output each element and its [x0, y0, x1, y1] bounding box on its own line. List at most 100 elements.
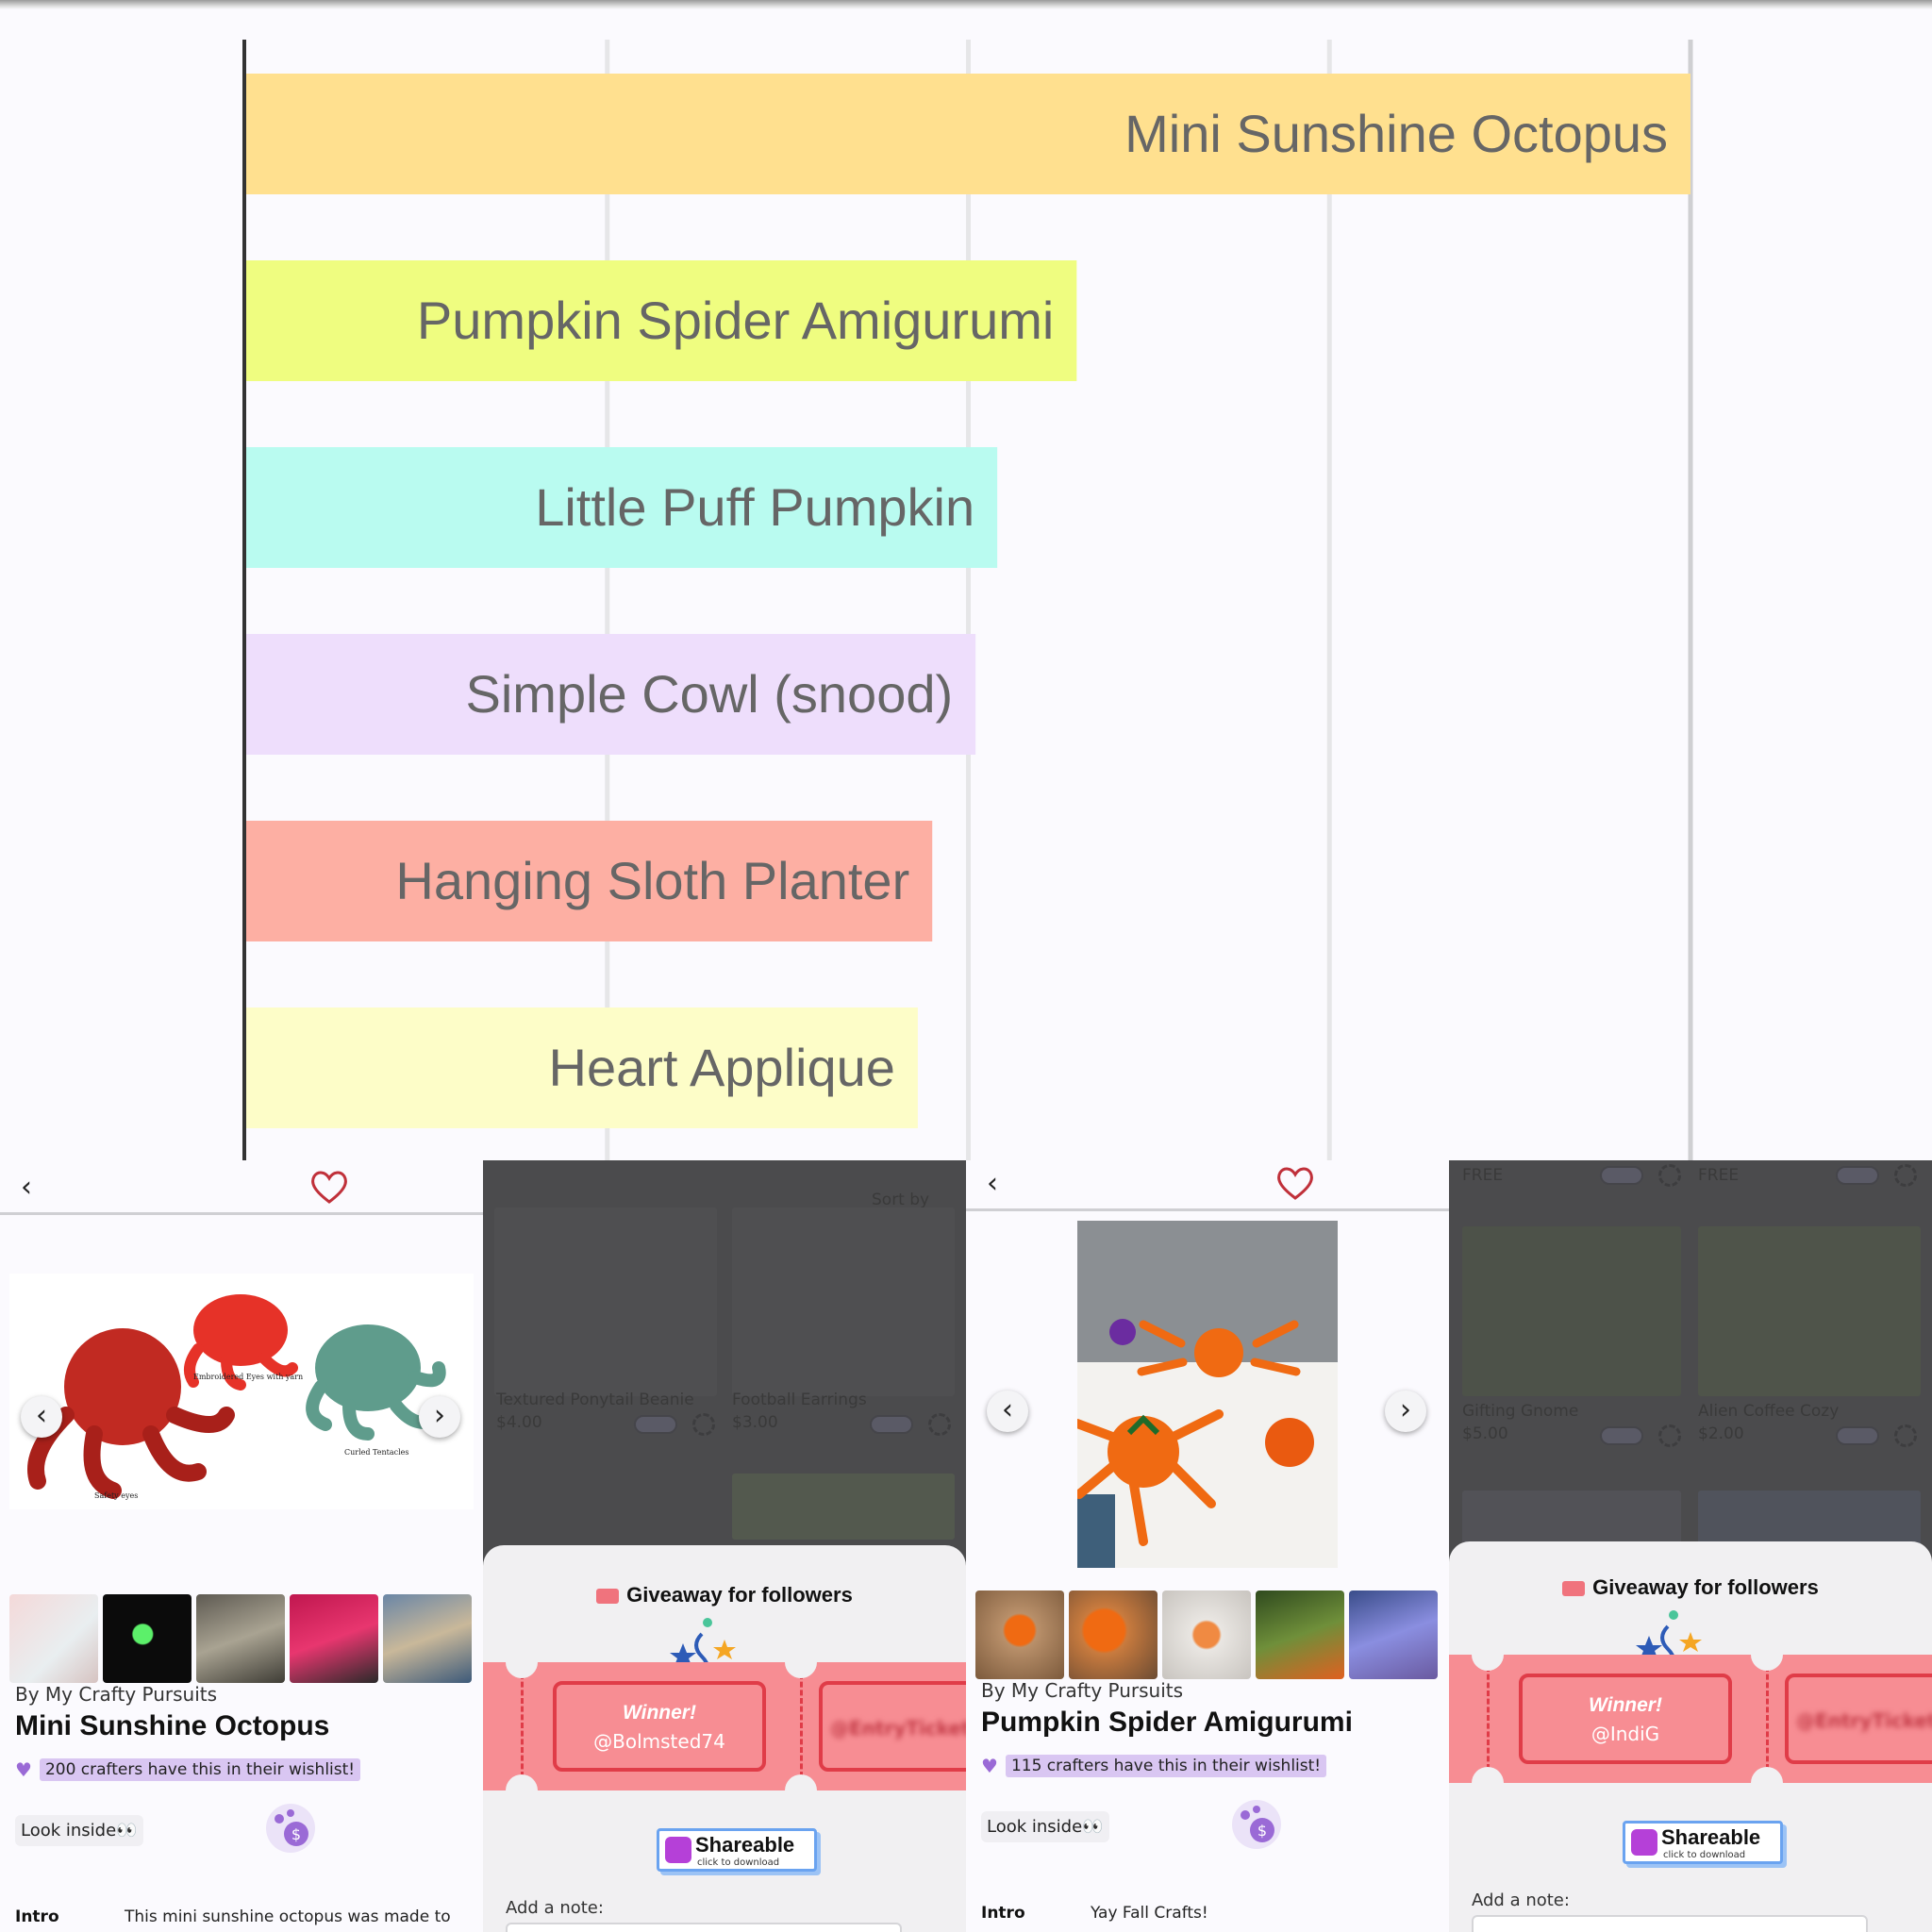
product-title: Mini Sunshine Octopus [15, 1710, 330, 1741]
ticket-icon [596, 1589, 620, 1605]
heart-icon[interactable] [308, 1168, 350, 1206]
ticket-inner-frame [553, 1681, 766, 1772]
thumbnail-strip [975, 1591, 1438, 1679]
ticket-notch [1472, 1639, 1504, 1671]
ticket-icon [1562, 1581, 1586, 1597]
look-inside-button[interactable]: Look inside👀 [981, 1811, 1109, 1842]
free-label-1: FREE [1462, 1166, 1504, 1185]
shareable-label: Shareable [695, 1833, 795, 1857]
listing-image-3[interactable] [732, 1474, 955, 1540]
bar-label-0: Mini Sunshine Octopus [1124, 104, 1668, 163]
free-label-2: FREE [1698, 1166, 1740, 1185]
ticket-perforation-right [1766, 1666, 1769, 1770]
winner-ticket: Winner! @Bolmsted74 @EntryTicket [483, 1662, 966, 1790]
intro-label: Intro [981, 1904, 1025, 1923]
thumbnail-5[interactable] [1349, 1591, 1438, 1679]
add-note-label: Add a note: [506, 1898, 604, 1918]
add-note-label: Add a note: [1472, 1890, 1570, 1910]
gallery-next-button[interactable]: › [1385, 1391, 1426, 1432]
sort-by-button[interactable]: Sort by [872, 1191, 930, 1209]
listing-image-4[interactable] [1698, 1491, 1921, 1547]
listing-name-1: Textured Ponytail Beanie [496, 1391, 694, 1409]
listing-price-1: $5.00 [1462, 1424, 1508, 1443]
back-arrow-icon[interactable]: ‹ [21, 1171, 32, 1204]
product-panel-spider: ‹ ‹ › [966, 1160, 1449, 1932]
gallery-prev-button[interactable]: ‹ [987, 1391, 1028, 1432]
product-byline: By My Crafty Pursuits [15, 1683, 218, 1706]
gallery-note-2: Curled Tentacles [344, 1448, 409, 1457]
giveaway-sheet: Giveaway for followers Winner! @Bolmsted… [483, 1545, 966, 1932]
settings-gear-icon-2[interactable] [1894, 1424, 1917, 1447]
gallery-prev-button[interactable]: ‹ [21, 1396, 62, 1438]
thumbnail-1[interactable] [9, 1594, 98, 1683]
listing-toggle-1[interactable] [1600, 1426, 1643, 1445]
product-panel-octopus: ‹ Embroidered Eyes with yarn Curled Tent… [0, 1160, 483, 1932]
spider-photo [1073, 1221, 1338, 1568]
look-inside-button[interactable]: Look inside👀 [15, 1815, 143, 1846]
shop-giveaway-panel-2: FREE FREE Gifting Gnome Alien Coffee Coz… [1449, 1160, 1932, 1932]
listing-toggle-2[interactable] [870, 1415, 913, 1434]
thumbnail-4[interactable] [1256, 1591, 1344, 1679]
shareable-icon [1631, 1829, 1657, 1856]
listing-toggle-2[interactable] [1836, 1426, 1879, 1445]
top-shadow-bar [0, 0, 1932, 9]
settings-gear-icon-1[interactable] [692, 1413, 715, 1436]
listing-name-2: Football Earrings [732, 1391, 867, 1409]
settings-gear-icon-2[interactable] [928, 1413, 951, 1436]
shareable-download-button[interactable]: Shareable click to download [1623, 1821, 1783, 1864]
listing-image-3[interactable] [1462, 1491, 1681, 1547]
listing-image-2[interactable] [1698, 1226, 1921, 1396]
gallery-next-button[interactable]: › [419, 1396, 460, 1438]
listing-name-2: Alien Coffee Cozy [1698, 1402, 1840, 1421]
ticket-notch [1751, 1639, 1783, 1671]
settings-gear-icon-top-1[interactable] [1658, 1164, 1681, 1187]
ticket-inner-frame [1519, 1674, 1732, 1764]
ticket-next-frame [1785, 1674, 1932, 1764]
svg-text:$: $ [291, 1825, 301, 1843]
settings-gear-icon-top-2[interactable] [1894, 1164, 1917, 1187]
next-entry-handle: @EntryTicket [1796, 1709, 1932, 1732]
listing-image-2[interactable] [732, 1208, 955, 1396]
bar-label-5: Heart Applique [549, 1038, 895, 1097]
listing-price-2: $2.00 [1698, 1424, 1744, 1443]
back-arrow-icon[interactable]: ‹ [987, 1167, 998, 1200]
gallery-note-1: Embroidered Eyes with yarn [193, 1373, 303, 1381]
note-input[interactable] [1472, 1915, 1868, 1932]
octopus-photo: Embroidered Eyes with yarn Curled Tentac… [27, 1294, 446, 1500]
product-image-gallery[interactable] [1073, 1221, 1338, 1568]
shareable-sublabel: click to download [697, 1857, 780, 1868]
wishlist-heart-icon: ♥ [981, 1755, 998, 1777]
heart-icon[interactable] [1274, 1164, 1316, 1202]
thumbnail-3[interactable] [196, 1594, 285, 1683]
note-input[interactable] [506, 1923, 902, 1932]
listing-toggle-1[interactable] [634, 1415, 677, 1434]
wishlist-heart-icon: ♥ [15, 1758, 32, 1781]
nav-bar: ‹ [966, 1160, 1449, 1211]
listing-image-1[interactable] [1462, 1226, 1681, 1396]
bar-2 [246, 447, 998, 568]
bar-0 [246, 74, 1690, 194]
thumbnail-5[interactable] [383, 1594, 472, 1683]
money-share-icon[interactable]: $ [1232, 1800, 1281, 1849]
giveaway-sheet: Giveaway for followers Winner! @IndiG @E… [1449, 1541, 1932, 1932]
product-image-gallery[interactable]: Embroidered Eyes with yarn Curled Tentac… [9, 1274, 474, 1509]
listing-toggle-top-1[interactable] [1600, 1166, 1643, 1185]
settings-gear-icon-1[interactable] [1658, 1424, 1681, 1447]
thumbnail-2[interactable] [103, 1594, 192, 1683]
winner-label: Winner! [623, 1702, 696, 1724]
thumbnail-3[interactable] [1162, 1591, 1251, 1679]
nav-bar: ‹ [0, 1160, 483, 1215]
listing-image-1[interactable] [494, 1208, 717, 1396]
money-share-icon[interactable]: $ [266, 1804, 315, 1853]
ticket-notch [1472, 1767, 1504, 1799]
shareable-download-button[interactable]: Shareable click to download [657, 1828, 817, 1872]
svg-text:$: $ [1257, 1822, 1267, 1840]
bar-4 [246, 821, 933, 941]
intro-text: This mini sunshine octopus was made to [125, 1907, 451, 1926]
thumbnail-4[interactable] [290, 1594, 378, 1683]
thumbnail-2[interactable] [1069, 1591, 1158, 1679]
winner-handle: @Bolmsted74 [593, 1730, 725, 1753]
listing-toggle-top-2[interactable] [1836, 1166, 1879, 1185]
thumbnail-1[interactable] [975, 1591, 1064, 1679]
